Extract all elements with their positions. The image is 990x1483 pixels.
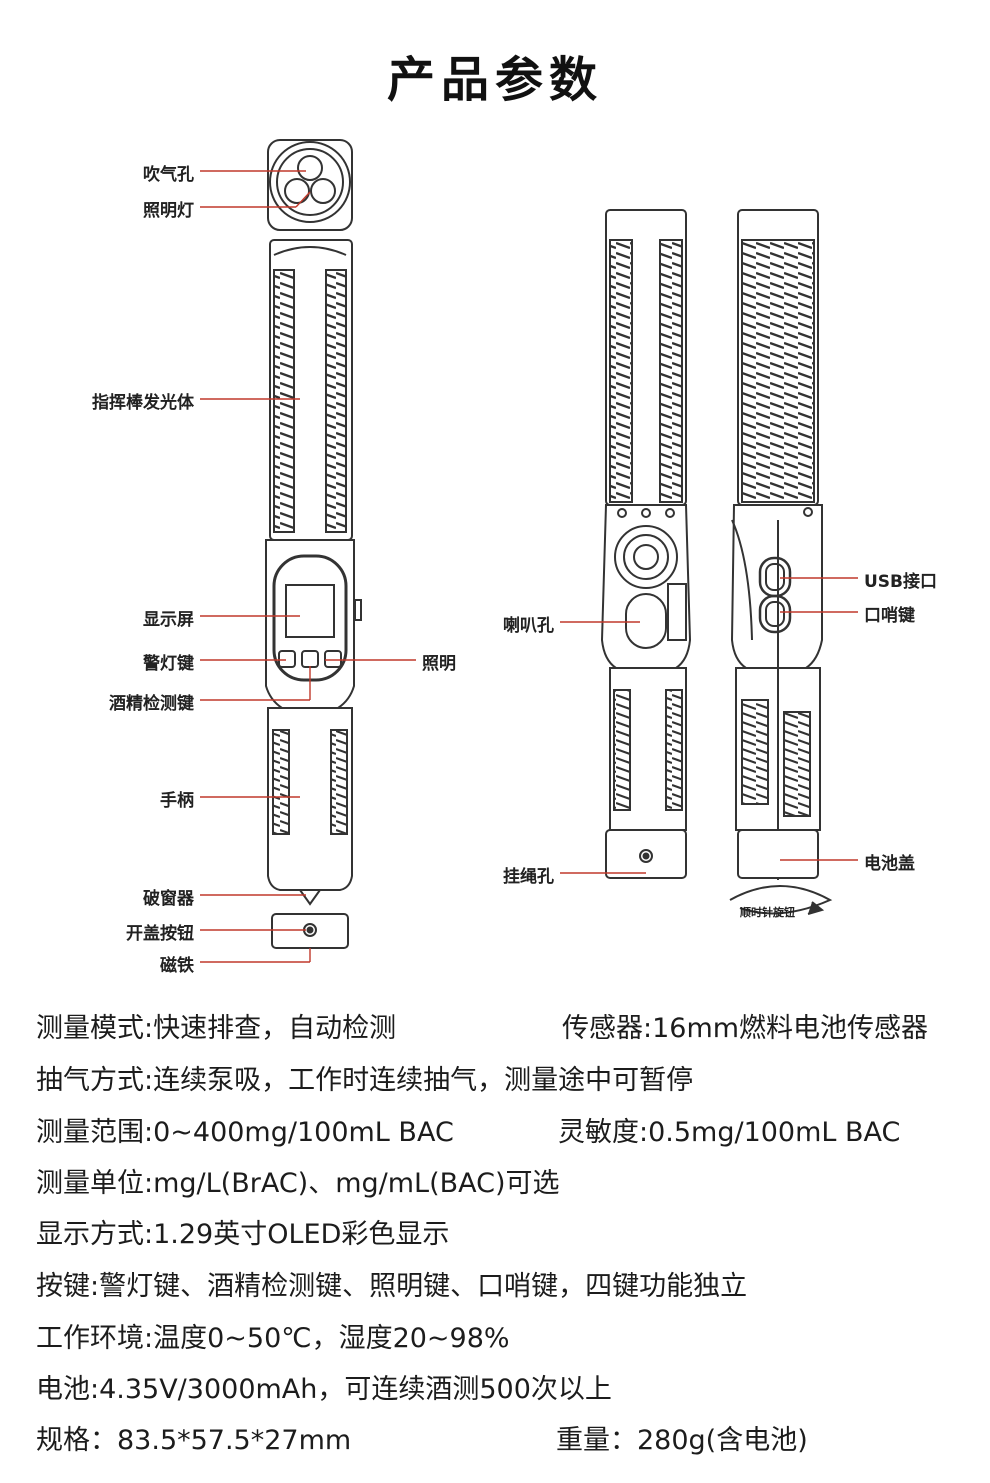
label-rotate: 顺时针旋钮 [740, 906, 795, 919]
product-diagram [200, 139, 858, 963]
label-illumination: 照明 [422, 654, 456, 674]
spec-environment: 工作环境:温度0~50℃，湿度20~98% [36, 1323, 510, 1354]
spec-battery: 电池:4.35V/3000mAh，可连续酒测500次以上 [36, 1374, 612, 1405]
back-view [600, 209, 692, 879]
label-alarm-key: 警灯键 [143, 654, 194, 674]
label-cap-button: 开盖按钮 [126, 924, 194, 944]
label-whistle-key: 口哨键 [864, 606, 915, 626]
label-blow-hole: 吹气孔 [143, 165, 194, 185]
page-title: 产品参数 [386, 52, 603, 108]
spec-range: 测量范围:0~400mg/100mL BAC [36, 1117, 454, 1148]
spec-display: 显示方式:1.29英寸OLED彩色显示 [36, 1219, 450, 1250]
spec-size: 规格：83.5*57.5*27mm [36, 1425, 352, 1456]
label-usb: USB接口 [864, 572, 938, 592]
front-view [265, 139, 362, 949]
label-handle: 手柄 [160, 791, 194, 811]
label-screen: 显示屏 [143, 610, 194, 630]
label-glow-body: 指挥棒发光体 [92, 393, 194, 413]
spec-unit: 测量单位:mg/L(BrAC)、mg/mL(BAC)可选 [36, 1168, 560, 1199]
spec-keys: 按键:警灯键、酒精检测键、照明键、口哨键，四键功能独立 [36, 1271, 748, 1302]
label-battery-cover: 电池盖 [864, 854, 915, 874]
label-lanyard-hole: 挂绳孔 [503, 867, 554, 887]
side-view [729, 209, 833, 915]
spec-sensitivity: 灵敏度:0.5mg/100mL BAC [558, 1117, 901, 1148]
spec-pump: 抽气方式:连续泵吸，工作时连续抽气，测量途中可暂停 [36, 1065, 694, 1096]
label-alcohol-key: 酒精检测键 [109, 694, 194, 714]
spec-weight: 重量：280g(含电池) [556, 1425, 808, 1456]
label-light: 照明灯 [143, 201, 194, 221]
label-speaker: 喇叭孔 [503, 616, 554, 636]
label-magnet: 磁铁 [160, 956, 194, 976]
spec-sensor: 传感器:16mm燃料电池传感器 [562, 1013, 929, 1044]
spec-mode: 测量模式:快速排查，自动检测 [36, 1013, 397, 1044]
label-window-breaker: 破窗器 [143, 889, 194, 909]
